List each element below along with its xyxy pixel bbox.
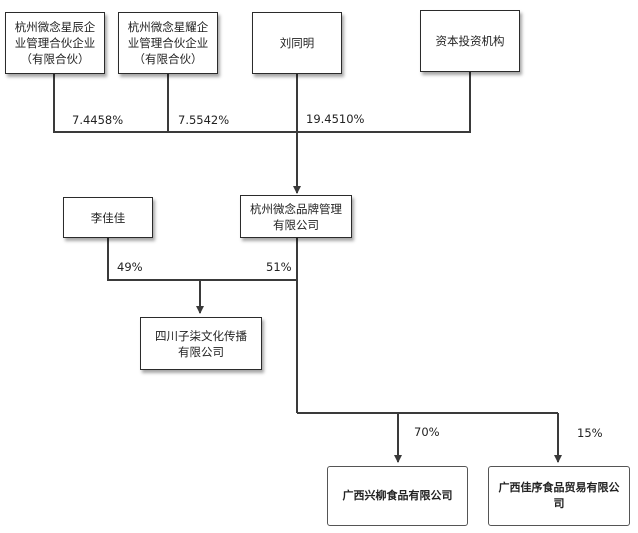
line-capital xyxy=(297,72,471,133)
share-label-weinian: 51% xyxy=(266,260,292,274)
share-label-liu: 19.4510% xyxy=(306,112,365,126)
share-label-xingliu: 70% xyxy=(414,425,440,439)
entity-guangxi-xingliu: 广西兴柳食品有限公司 xyxy=(327,466,468,526)
entity-xingyao-partnership: 杭州微念星耀企 业管理合伙企业 （有限合伙） xyxy=(118,12,218,74)
line-xingchen xyxy=(53,74,297,133)
share-label-jiaxu: 15% xyxy=(577,426,603,440)
entity-liu-tongming: 刘同明 xyxy=(252,12,342,74)
entity-weinian-brand-mgmt: 杭州微念品牌管理 有限公司 xyxy=(240,195,352,238)
share-label-xingchen: 7.4458% xyxy=(72,113,124,127)
entity-capital-institution: 资本投资机构 xyxy=(420,10,520,72)
share-label-xingyao: 7.5542% xyxy=(178,113,230,127)
entity-li-jiajia: 李佳佳 xyxy=(63,197,153,238)
entity-xingchen-partnership: 杭州微念星辰企 业管理合伙企业 （有限合伙） xyxy=(5,12,105,74)
entity-sichuan-ziqi: 四川子柒文化传播 有限公司 xyxy=(140,317,262,370)
entity-guangxi-jiaxu: 广西佳序食品贸易有限公 司 xyxy=(488,466,630,526)
share-label-li: 49% xyxy=(117,260,143,274)
line-li xyxy=(107,238,297,281)
